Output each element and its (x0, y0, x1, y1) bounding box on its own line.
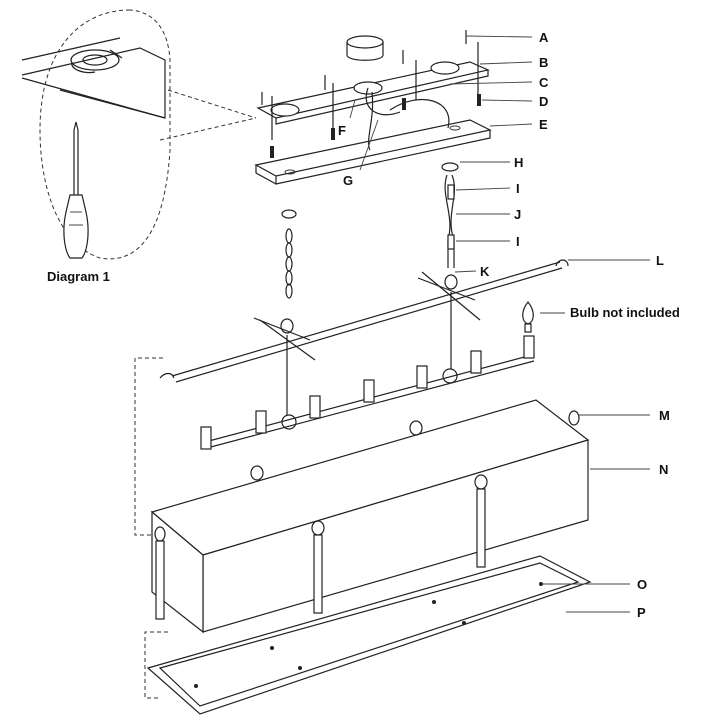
label-k: K (480, 264, 490, 279)
label-i-upper: I (516, 181, 520, 196)
label-a: A (539, 30, 549, 45)
mounting-assembly (254, 30, 492, 185)
inset-title: Diagram 1 (47, 269, 110, 284)
label-b: B (539, 55, 548, 70)
arm-frame (159, 259, 569, 450)
chain-assembly (281, 162, 459, 299)
label-d: D (539, 94, 548, 109)
label-c: C (539, 75, 549, 90)
label-l: L (656, 253, 664, 268)
inset-diagram-1 (21, 9, 257, 260)
label-p: P (637, 605, 646, 620)
diffuser-frame (146, 555, 592, 715)
label-o: O (637, 577, 647, 592)
bulb-note: Bulb not included (570, 305, 680, 320)
label-j: J (514, 207, 521, 222)
label-m: M (659, 408, 670, 423)
shade-box (150, 399, 590, 634)
leader-lines (349, 35, 650, 613)
label-n: N (659, 462, 668, 477)
label-e: E (539, 117, 548, 132)
label-h: H (514, 155, 523, 170)
part-labels: A B C D E F G H I J I K L Bulb not inclu… (338, 30, 680, 620)
label-f: F (338, 123, 346, 138)
label-g: G (343, 173, 353, 188)
label-i-lower: I (516, 234, 520, 249)
